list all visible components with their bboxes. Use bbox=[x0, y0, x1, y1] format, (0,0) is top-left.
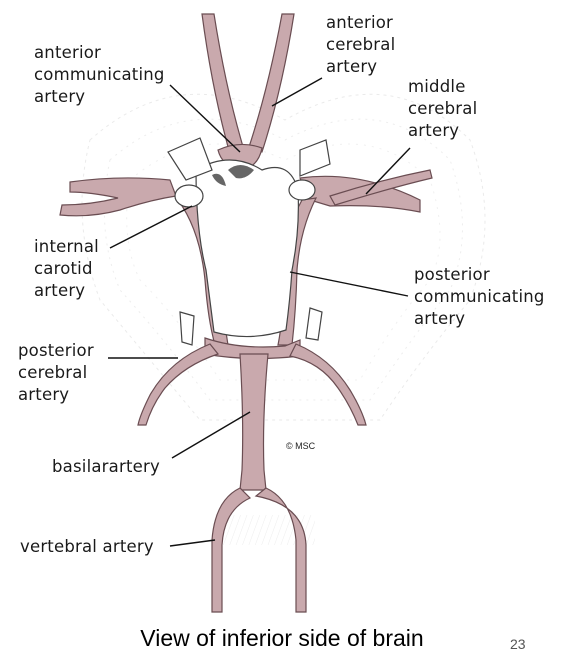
leader-lines bbox=[108, 77, 411, 547]
central-structures bbox=[167, 137, 331, 346]
middle-cerebral-artery-left bbox=[59, 177, 177, 217]
middle-cerebral-branch-right bbox=[329, 169, 433, 206]
label-internal-carotid-artery: internal carotid artery bbox=[34, 237, 99, 300]
label-basilar-artery: basilarartery bbox=[52, 457, 160, 476]
pituitary-region bbox=[195, 159, 299, 338]
carotid-stump-left bbox=[174, 184, 204, 208]
posterior-cerebral-artery-left bbox=[137, 343, 220, 426]
figure-caption: View of inferior side of brain bbox=[140, 625, 424, 651]
label-vertebral-artery: vertebral artery bbox=[20, 537, 154, 556]
page-number: 23 bbox=[510, 636, 526, 652]
label-posterior-communicating-artery: posterior communicating artery bbox=[414, 265, 545, 328]
anterior-cerebral-artery-right bbox=[247, 13, 295, 153]
leader-anterior-communicating bbox=[169, 84, 241, 153]
chiasm-shading bbox=[212, 165, 254, 186]
basilar-artery bbox=[239, 353, 269, 491]
optic-nerve-left bbox=[167, 137, 213, 181]
label-middle-cerebral-artery: middle cerebral artery bbox=[408, 77, 478, 140]
leader-internal-carotid bbox=[109, 205, 193, 249]
posterior-cerebral-artery-right bbox=[289, 343, 367, 426]
leader-anterior-cerebral bbox=[271, 77, 323, 107]
label-posterior-cerebral-artery: posterior cerebral artery bbox=[18, 341, 94, 404]
vertebral-artery-right bbox=[254, 487, 307, 613]
leader-vertebral bbox=[169, 539, 216, 547]
copyright-mark: © MSC bbox=[286, 441, 316, 451]
nerve-stump-left bbox=[179, 311, 195, 346]
optic-nerve-right bbox=[299, 139, 331, 177]
vertebral-artery-left bbox=[211, 487, 252, 613]
label-anterior-cerebral-artery: anterior cerebral artery bbox=[326, 13, 396, 76]
carotid-stump-right bbox=[288, 179, 316, 201]
leader-basilar bbox=[171, 411, 251, 459]
leader-posterior-communicating bbox=[289, 271, 409, 297]
anterior-cerebral-artery-left bbox=[201, 13, 245, 155]
nerve-stump-right bbox=[305, 307, 323, 341]
leader-middle-cerebral bbox=[365, 147, 411, 195]
label-anterior-communicating-artery: anterior communicating artery bbox=[34, 43, 165, 106]
